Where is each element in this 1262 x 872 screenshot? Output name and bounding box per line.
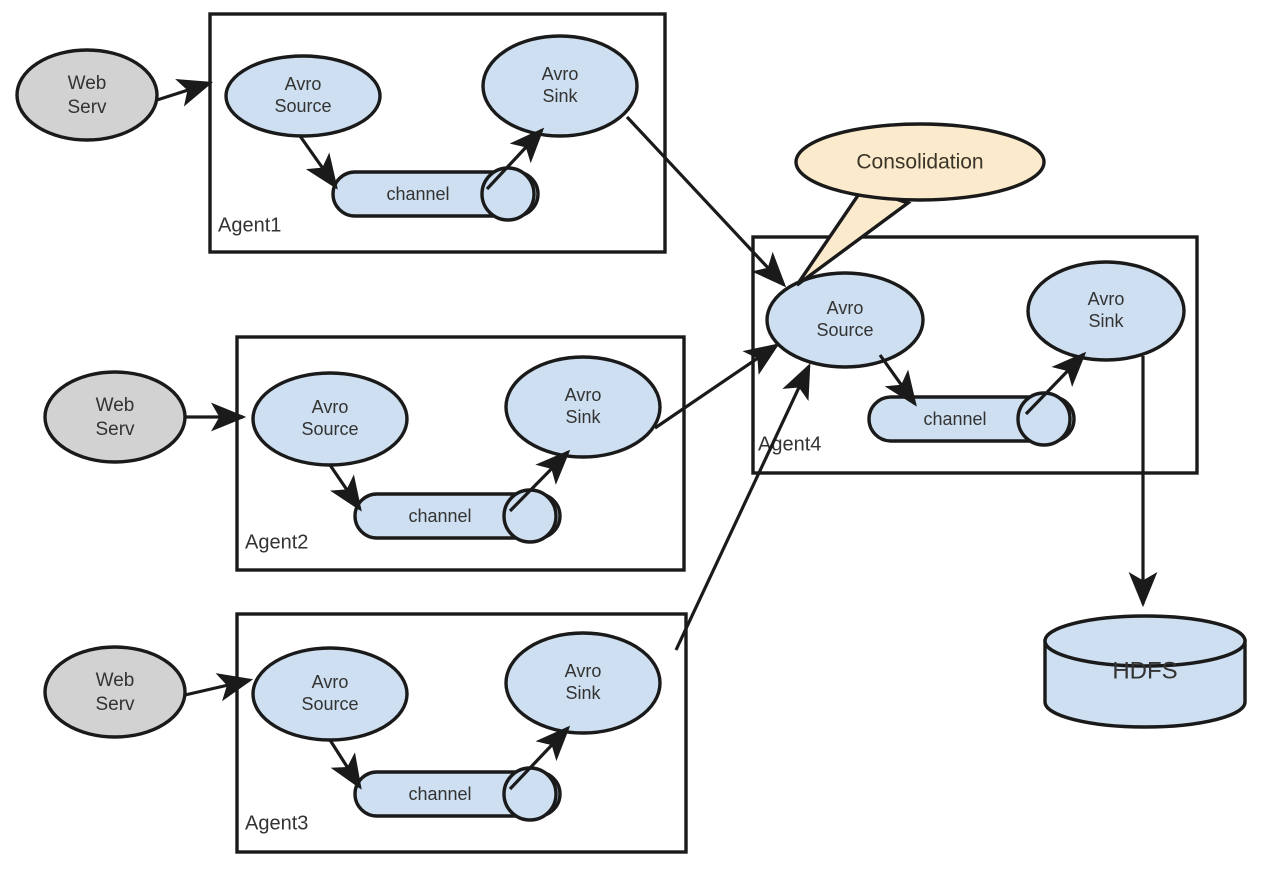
web-server-label-line2: Serv (95, 694, 135, 715)
channel-end-cap (480, 166, 536, 222)
agent4-avro-sink[interactable]: Avro Sink (1026, 260, 1186, 362)
agent2-channel[interactable]: channel (353, 488, 562, 544)
agent2-label: Agent2 (245, 531, 308, 553)
web-server-label-line1: Web (96, 670, 135, 691)
edge-source-to-channel-1 (298, 135, 338, 190)
agent2-web-server[interactable]: Web Serv (43, 370, 187, 464)
web-server-label-line2: Serv (95, 419, 135, 440)
edge-channel-to-sink-4 (1024, 351, 1087, 416)
avro-source-label-line1: Avro (312, 397, 349, 417)
channel-end-cap (502, 488, 558, 544)
avro-source-label-line1: Avro (312, 672, 349, 692)
web-server-ellipse (15, 48, 159, 142)
agent1-channel[interactable]: channel (331, 166, 540, 222)
avro-sink-label-line1: Avro (565, 385, 602, 405)
agent3-box (235, 612, 688, 854)
avro-sink-ellipse (1026, 260, 1186, 362)
edge-agent2-sink-to-agent4-source (654, 343, 780, 430)
hdfs-storage[interactable]: HDFS (1043, 614, 1247, 729)
avro-sink-label-line2: Sink (542, 86, 578, 106)
avro-source-label-line2: Source (274, 96, 331, 116)
avro-sink-ellipse (504, 631, 662, 735)
web-server-ellipse (43, 370, 187, 464)
channel-end-cap (502, 766, 558, 822)
agent2-avro-source[interactable]: Avro Source (251, 371, 409, 467)
avro-sink-label-line2: Sink (1088, 311, 1124, 331)
callout-bubble (794, 122, 1046, 202)
avro-sink-ellipse (504, 355, 662, 459)
edge-agent3-sink-to-agent4-source (674, 363, 811, 651)
web-server-ellipse (43, 645, 187, 739)
consolidation-callout[interactable]: Consolidation (794, 122, 1046, 287)
edge-channel-to-sink-1 (485, 127, 545, 191)
edge-agent1-sink-to-agent4-source (625, 115, 787, 288)
avro-sink-label-line1: Avro (542, 64, 579, 84)
edge-source-to-channel-4 (878, 354, 917, 407)
agent4-group: Agent4 Avro Source Avro Sink channel (751, 235, 1199, 475)
edge-source-to-channel-2 (328, 464, 362, 512)
avro-sink-label-line2: Sink (565, 407, 601, 427)
avro-source-label-line2: Source (301, 419, 358, 439)
avro-source-ellipse (765, 271, 925, 369)
agent1-web-server[interactable]: Web Serv (15, 48, 159, 142)
agent1-label: Agent1 (218, 214, 281, 236)
avro-source-label-line1: Avro (285, 74, 322, 94)
avro-source-label-line2: Source (816, 320, 873, 340)
hdfs-cylinder-top (1043, 614, 1247, 668)
avro-sink-label-line2: Sink (565, 683, 601, 703)
avro-source-ellipse (224, 54, 382, 138)
channel-end-cap (1016, 391, 1072, 447)
agent3-group: Agent3 Web Serv Avro Source Avro Sink ch… (43, 612, 688, 854)
edge-webserv-to-source-1 (156, 79, 214, 107)
web-server-label-line1: Web (96, 395, 135, 416)
avro-sink-ellipse (481, 34, 639, 138)
agent3-avro-sink[interactable]: Avro Sink (504, 631, 662, 735)
agent1-avro-source[interactable]: Avro Source (224, 54, 382, 138)
agent1-group: Agent1 Web Serv Avro Source Avro Sink ch… (15, 12, 667, 254)
edge-source-to-channel-3 (328, 739, 362, 790)
agent1-avro-sink[interactable]: Avro Sink (481, 34, 639, 138)
channel-label: channel (408, 784, 471, 804)
agent3-channel[interactable]: channel (353, 766, 562, 822)
channel-label: channel (923, 409, 986, 429)
avro-sink-label-line1: Avro (565, 661, 602, 681)
callout-label: Consolidation (856, 151, 983, 174)
avro-sink-label-line1: Avro (1088, 289, 1125, 309)
channel-label: channel (386, 184, 449, 204)
agent2-avro-sink[interactable]: Avro Sink (504, 355, 662, 459)
agent3-avro-source[interactable]: Avro Source (251, 646, 409, 742)
agent2-group: Agent2 Web Serv Avro Source Avro Sink ch… (43, 335, 686, 572)
web-server-label-line2: Serv (67, 97, 107, 118)
web-server-label-line1: Web (68, 73, 107, 94)
agent3-web-server[interactable]: Web Serv (43, 645, 187, 739)
hdfs-label: HDFS (1112, 657, 1177, 684)
agent3-label: Agent3 (245, 812, 308, 834)
avro-source-label-line1: Avro (827, 298, 864, 318)
agent4-channel[interactable]: channel (867, 391, 1076, 447)
edge-channel-to-sink-2 (508, 449, 571, 513)
agent2-box (235, 335, 686, 572)
agent1-box (208, 12, 667, 254)
edge-webserv-to-source-3 (184, 673, 254, 702)
channel-label: channel (408, 506, 471, 526)
edge-channel-to-sink-3 (508, 725, 571, 791)
agent4-avro-source[interactable]: Avro Source (765, 271, 925, 369)
avro-source-label-line2: Source (301, 694, 358, 714)
